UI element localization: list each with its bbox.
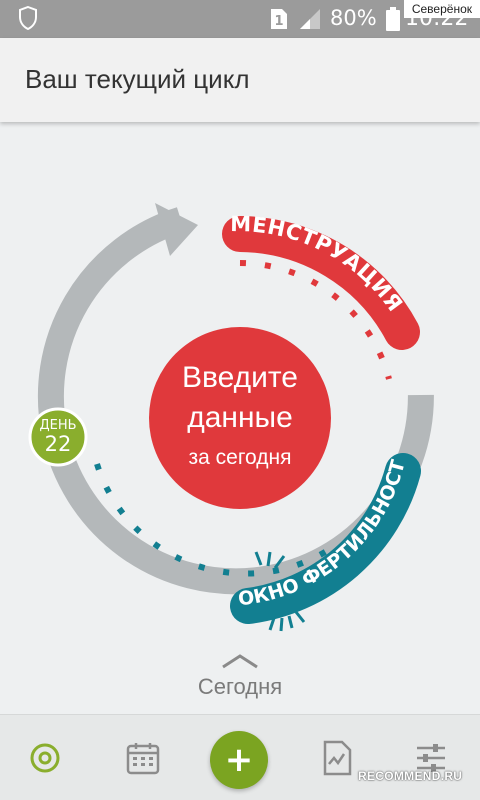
fertility-dotted-line — [94, 463, 342, 577]
watermark-site: RECOMMEND.RU — [358, 769, 463, 783]
page-title: Ваш текущий цикл — [25, 64, 250, 94]
add-icon: + — [224, 740, 254, 780]
calendar-icon — [126, 743, 160, 775]
center-text-line3: за сегодня — [189, 446, 292, 469]
fertility-band — [230, 453, 421, 624]
settings-sliders-icon — [417, 744, 445, 772]
day-label: ДЕНЬ — [39, 418, 76, 433]
today-button[interactable]: Сегодня — [197, 674, 283, 699]
cycle-icon — [30, 743, 60, 773]
cycle-diagram: МЕНСТРУАЦИЯ ОКНО ФЕРТИЛЬНОСТИ ДЕНЬ 22 — [0, 124, 434, 632]
current-day-marker[interactable]: ДЕНЬ 22 — [28, 407, 88, 467]
nav-calendar[interactable] — [108, 715, 178, 800]
chevron-up-icon[interactable] — [219, 652, 261, 670]
svg-text:1: 1 — [274, 14, 283, 29]
enter-data-button[interactable]: Введите данные за сегодня — [149, 327, 331, 509]
day-number: 22 — [45, 432, 72, 456]
center-text-line1: Введите — [182, 361, 298, 394]
menstruation-band — [222, 216, 420, 350]
center-text-line2: данные — [187, 401, 293, 434]
battery-icon — [386, 7, 400, 31]
shield-icon — [19, 6, 37, 30]
watermark-username: Северёнок — [403, 0, 480, 18]
nav-settings[interactable] — [396, 715, 466, 800]
add-entry-button[interactable]: + — [210, 731, 268, 789]
notes-icon — [323, 740, 352, 776]
ovulation-sun-icon — [254, 551, 306, 632]
nav-notes[interactable] — [302, 715, 372, 800]
menstruation-dotted-line — [239, 260, 392, 380]
sim-icon: 1 — [271, 9, 287, 29]
signal-icon — [300, 9, 320, 29]
cycle-view: МЕНСТРУАЦИЯ ОКНО ФЕРТИЛЬНОСТИ ДЕНЬ 22 — [0, 124, 480, 714]
bottom-navigation: + RECOMMEND.RU — [0, 714, 480, 800]
battery-percent: 80% — [330, 6, 377, 30]
cycle-arrow-head — [155, 203, 198, 256]
app-bar: Ваш текущий цикл — [0, 38, 480, 122]
nav-cycle[interactable] — [10, 715, 80, 800]
